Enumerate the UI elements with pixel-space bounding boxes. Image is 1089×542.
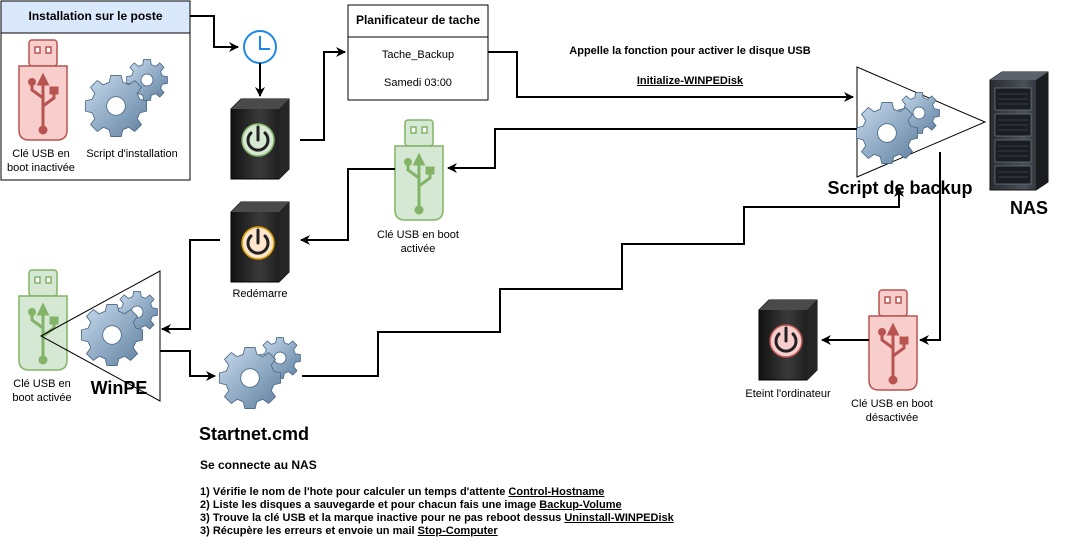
edge-scheduler-to-script bbox=[488, 51, 854, 102]
nas-server-icon bbox=[989, 71, 1049, 191]
step-function: Stop-Computer bbox=[417, 525, 498, 537]
winpe-gear-icon bbox=[80, 291, 158, 367]
usb-active-label: Clé USB en boot activée bbox=[377, 229, 459, 255]
shutdown-label: Eteint l'ordinateur bbox=[745, 388, 831, 400]
connectors bbox=[160, 15, 941, 381]
edge-install-to-clock bbox=[190, 15, 239, 52]
winpe-triangle bbox=[39, 270, 161, 402]
step-function: Uninstall-WINPEDisk bbox=[564, 512, 674, 524]
pc-shutdown-icon bbox=[758, 299, 818, 381]
step-text: 1) Vérifie le nom de l'hote pour calcule… bbox=[200, 486, 509, 498]
call-note-function: Initialize-WINPEDisk bbox=[636, 75, 744, 87]
edge-pc-to-scheduler bbox=[300, 47, 346, 141]
step-text: 3) Récupère les erreurs et envoie un mai… bbox=[200, 525, 418, 537]
script-backup-gear-icon bbox=[855, 92, 940, 165]
usb-winpe-icon bbox=[18, 269, 68, 371]
usb-inactive-icon bbox=[18, 39, 68, 141]
edge-usb-to-reboot bbox=[300, 168, 395, 245]
edge-script-to-usb-disabled bbox=[919, 152, 941, 345]
pc-reboot-icon bbox=[230, 201, 290, 283]
install-box-title: Installation sur le poste bbox=[28, 9, 163, 23]
edge-script-to-usb bbox=[447, 128, 857, 173]
edge-reboot-to-winpe bbox=[161, 239, 220, 334]
connect-text: Se connecte au NAS bbox=[200, 458, 317, 472]
step-item: 3) Récupère les erreurs et envoie un mai… bbox=[200, 525, 820, 538]
step-function: Backup-Volume bbox=[539, 499, 622, 511]
install-script-label: Script d'installation bbox=[86, 148, 178, 160]
step-item: 1) Vérifie le nom de l'hote pour calcule… bbox=[200, 486, 820, 499]
install-usb-label: Clé USB en boot inactivée bbox=[7, 148, 75, 174]
winpe-usb-label: Clé USB en boot activée bbox=[12, 378, 72, 404]
edge-startnet-to-script bbox=[302, 187, 904, 377]
scheduler-title: Planificateur de tache bbox=[355, 13, 481, 27]
call-note-text: Appelle la fonction pour activer le disq… bbox=[569, 45, 811, 57]
startnet-label: Startnet.cmd bbox=[199, 424, 310, 444]
step-text: 2) Liste les disques a sauvegarde et pou… bbox=[200, 499, 540, 511]
usb-disabled-icon bbox=[868, 289, 918, 391]
usb-disabled-label: Clé USB en boot désactivée bbox=[851, 398, 933, 424]
scheduler-task: Tache_Backup bbox=[381, 49, 455, 61]
step-item: 2) Liste les disques a sauvegarde et pou… bbox=[200, 499, 820, 512]
script-backup-label: Script de backup bbox=[827, 178, 973, 198]
step-item: 3) Trouve la clé USB et la marque inacti… bbox=[200, 512, 820, 525]
steps-list: 1) Vérifie le nom de l'hote pour calcule… bbox=[200, 486, 820, 538]
pc-start-icon bbox=[230, 98, 290, 180]
step-text: 3) Trouve la clé USB et la marque inacti… bbox=[200, 512, 565, 524]
startnet-gear-icon bbox=[218, 337, 301, 410]
nas-label: NAS bbox=[1009, 198, 1048, 218]
scheduler-time: Samedi 03:00 bbox=[384, 77, 452, 89]
clock-icon bbox=[243, 30, 277, 64]
step-function: Control-Hostname bbox=[508, 486, 605, 498]
edge-winpe-to-startnet bbox=[160, 350, 216, 381]
winpe-label: WinPE bbox=[90, 378, 148, 398]
reboot-label: Redémarre bbox=[232, 288, 288, 300]
usb-active-icon bbox=[394, 119, 444, 221]
